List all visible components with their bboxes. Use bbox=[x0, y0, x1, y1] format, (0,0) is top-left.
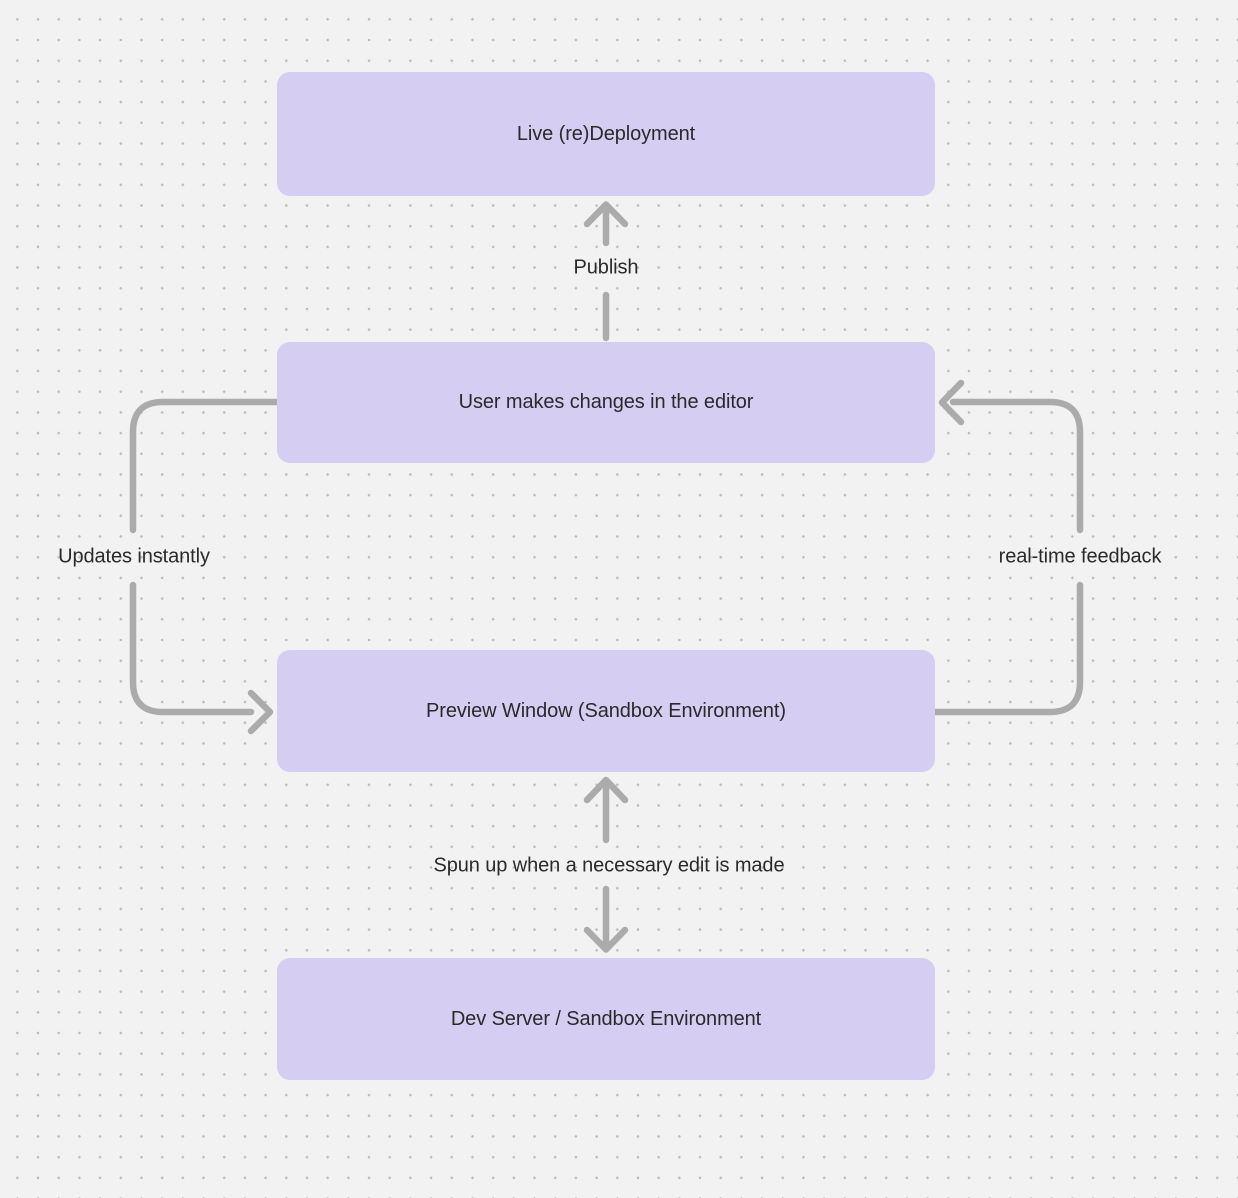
edge-updates-segment-lower bbox=[129, 581, 255, 716]
node-live-redeployment[interactable]: Live (re)Deployment bbox=[277, 72, 935, 196]
node-user-editor[interactable]: User makes changes in the editor bbox=[277, 342, 935, 463]
node-dev-server-label: Dev Server / Sandbox Environment bbox=[450, 1007, 762, 1030]
edge-spun-up-arrowhead-down-icon bbox=[583, 926, 629, 953]
edge-feedback-segment-upper bbox=[949, 398, 1084, 534]
node-live-redeployment-label: Live (re)Deployment bbox=[516, 122, 696, 145]
node-preview-window[interactable]: Preview Window (Sandbox Environment) bbox=[277, 650, 935, 772]
edge-updates-segment-upper bbox=[129, 398, 281, 534]
edge-spun-up-arrowhead-up-icon bbox=[583, 776, 629, 804]
edge-label-publish: Publish bbox=[573, 256, 639, 279]
edge-feedback-arrowhead-icon bbox=[938, 379, 965, 426]
node-dev-server[interactable]: Dev Server / Sandbox Environment bbox=[277, 958, 935, 1080]
edge-label-spun-up: Spun up when a necessary edit is made bbox=[433, 854, 785, 877]
edge-publish-arrowhead-icon bbox=[583, 201, 629, 228]
node-preview-window-label: Preview Window (Sandbox Environment) bbox=[426, 699, 786, 722]
edge-label-real-time-feedback: real-time feedback bbox=[998, 545, 1162, 568]
edge-feedback-segment-lower bbox=[931, 581, 1084, 716]
edge-updates-arrowhead-icon bbox=[247, 689, 274, 735]
node-user-editor-label: User makes changes in the editor bbox=[458, 391, 754, 413]
edge-label-updates-instantly: Updates instantly bbox=[58, 545, 210, 568]
